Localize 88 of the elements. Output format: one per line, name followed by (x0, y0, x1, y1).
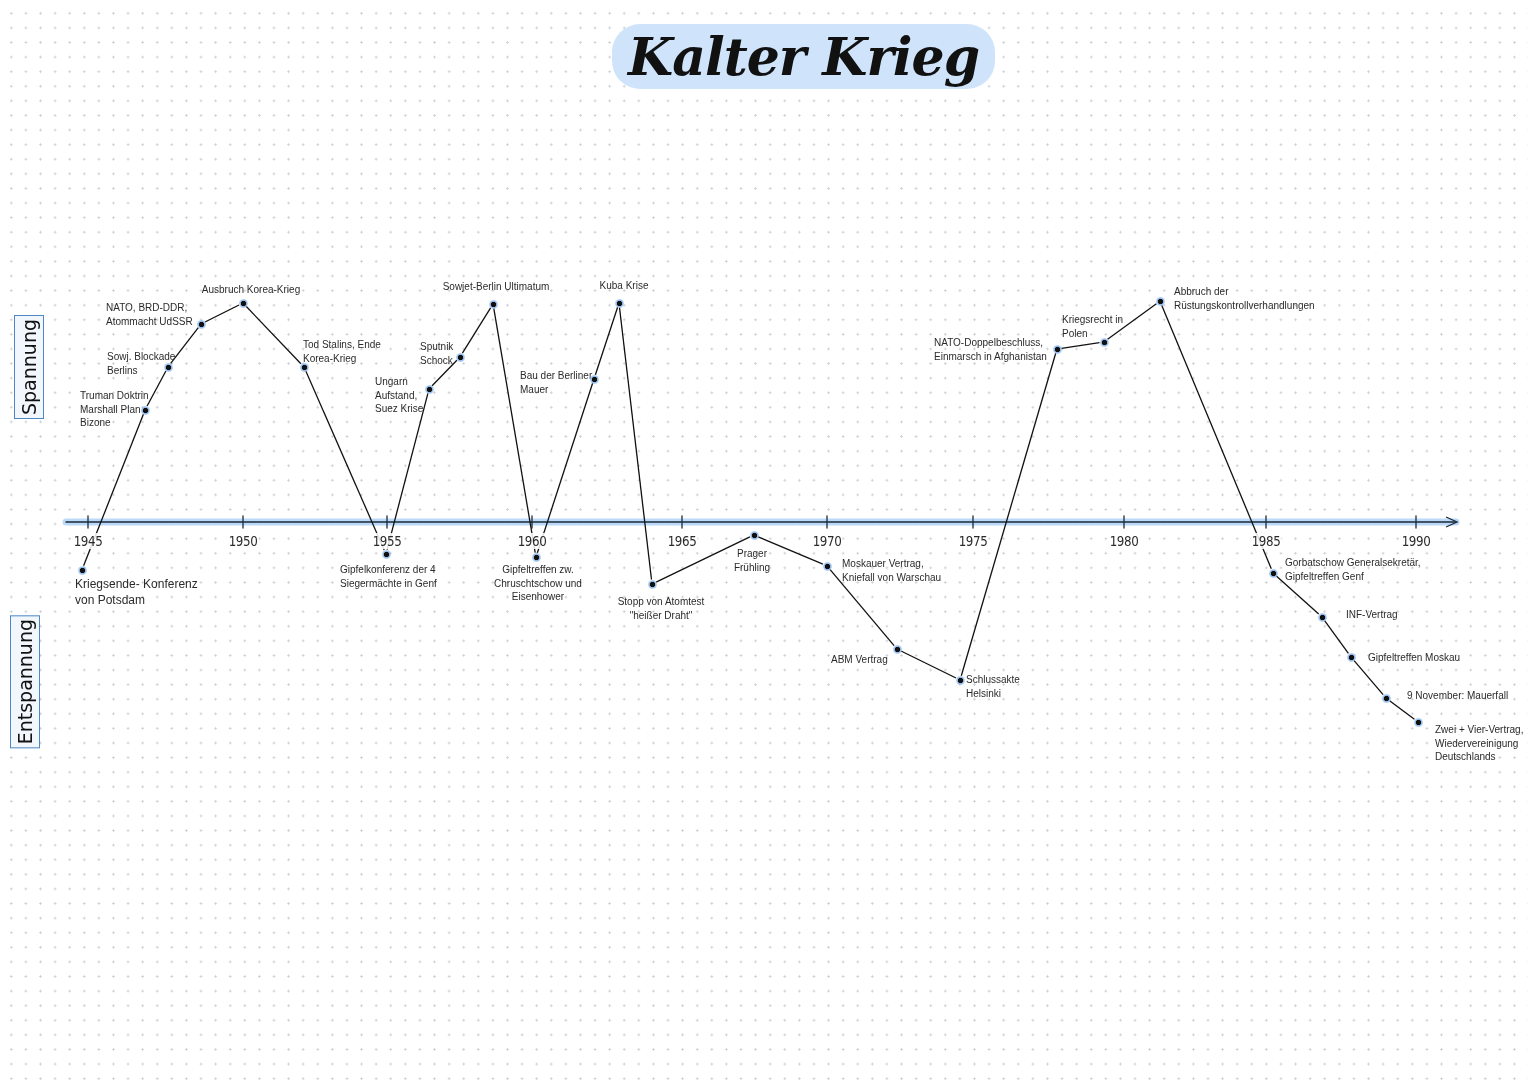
curve-segment (493, 307, 536, 554)
year-label: 1950 (227, 533, 259, 549)
event-label: Gorbatschow Generalsekretär, Gipfeltreffen Genf (1285, 556, 1422, 583)
event-dot (1099, 337, 1109, 347)
curve-segment (757, 536, 824, 565)
curve-segment (829, 568, 895, 647)
curve-segment (386, 392, 429, 551)
event-dot (196, 319, 206, 329)
event-label: Kriegsende- Konferenz von Potsdam (75, 576, 199, 608)
year-label: 1945 (72, 533, 104, 549)
axis-caption-box: Spannung (14, 315, 44, 419)
year-label: 1985 (1250, 533, 1282, 549)
year-label: 1965 (666, 533, 698, 549)
event-label: Moskauer Vertrag, Kniefall von Warschau (842, 557, 943, 584)
event-dot (822, 561, 832, 571)
event-label: Sowj. Blockade Berlins (107, 350, 177, 377)
event-label: ABM Vertrag (831, 653, 888, 667)
event-dot (1346, 652, 1356, 662)
event-dot (647, 579, 657, 589)
curve-segment (536, 382, 594, 554)
title: Kalter Krieg (612, 24, 996, 89)
event-label: Gipfeltreffen Moskau (1368, 651, 1461, 665)
curve-segment (146, 370, 167, 407)
curve-segment (1353, 659, 1384, 696)
event-label: Ungarn Aufstand, Suez Krise (375, 375, 425, 416)
event-label: Gipfeltreffen zw. Chruschtschow und Eisenhower (493, 563, 583, 604)
event-label: Schlussakte Helsinki (966, 673, 1021, 700)
event-label: Abbruch der Rüstungskontrollverhandlungen (1174, 285, 1316, 312)
curve-segment (461, 307, 492, 354)
event-label: Kuba Krise (599, 279, 649, 293)
event-label: Zwei + Vier-Vertrag, Wiedervereinigung Deutschlands (1435, 723, 1525, 764)
curve-segment (594, 306, 619, 376)
curve-segment (900, 650, 957, 679)
event-dot (1413, 717, 1423, 727)
event-label: NATO, BRD-DDR, Atommacht UdSSR (106, 301, 194, 328)
event-label: Ausbruch Korea-Krieg (201, 283, 301, 297)
year-label: 1980 (1108, 533, 1140, 549)
curve-segment (1275, 575, 1320, 615)
curve-segment (1161, 304, 1272, 570)
event-dot (424, 384, 434, 394)
event-dot (455, 352, 465, 362)
event-dot (77, 565, 87, 575)
event-label: Bau der Berliner Mauer (520, 369, 594, 396)
year-label: 1990 (1400, 533, 1432, 549)
year-label: 1960 (516, 533, 548, 549)
event-label: Tod Stalins, Ende Korea-Krieg (303, 338, 382, 365)
event-dot (892, 644, 902, 654)
axis-caption-box: Entspannung (10, 615, 40, 749)
event-dot (299, 362, 309, 372)
curve-segment (204, 304, 240, 323)
event-dot (955, 675, 965, 685)
event-dot (163, 362, 173, 372)
event-dot (1155, 296, 1165, 306)
event-dot (1317, 612, 1327, 622)
event-label: Kriegsrecht in Polen (1062, 313, 1125, 340)
event-dot (614, 298, 624, 308)
curve-segment (1323, 619, 1350, 655)
curve-segment (1060, 342, 1101, 349)
event-dot (749, 530, 759, 540)
event-label: Sowjet-Berlin Ultimatum (442, 280, 550, 294)
event-label: Gipfelkonferenz der 4 Siegermächte in Genf (340, 563, 438, 590)
event-label: Stopp von Atomtest "heißer Draht" (616, 595, 706, 622)
curve-segment (245, 305, 302, 365)
curve-segment (431, 359, 458, 387)
event-dot (1268, 568, 1278, 578)
event-dot (140, 405, 150, 415)
event-label: INF-Vertrag (1346, 608, 1398, 622)
curve-segment (1388, 700, 1416, 720)
event-label: 9 November: Mauerfall (1407, 689, 1509, 703)
curve-segment (305, 370, 385, 551)
curve-segment (82, 413, 145, 567)
event-label: NATO-Doppelbeschluss, Einmarsch in Afghanistan (934, 336, 1048, 363)
curve-segment (618, 306, 653, 581)
event-dot (1381, 693, 1391, 703)
event-label: Prager Frühling (732, 547, 772, 574)
event-dot (488, 299, 498, 309)
event-label: Truman Doktrin Marshall Plan Bizone (80, 389, 150, 430)
event-dot (1052, 344, 1062, 354)
event-dot (381, 549, 391, 559)
year-label: 1970 (811, 533, 843, 549)
year-label: 1955 (371, 533, 403, 549)
curve-segment (960, 352, 1057, 677)
year-label: 1975 (957, 533, 989, 549)
curve-segment (170, 326, 199, 365)
event-label: Sputnik Schock (420, 340, 455, 367)
event-dot (531, 552, 541, 562)
curve-segment (1106, 303, 1158, 340)
event-dot (238, 298, 248, 308)
